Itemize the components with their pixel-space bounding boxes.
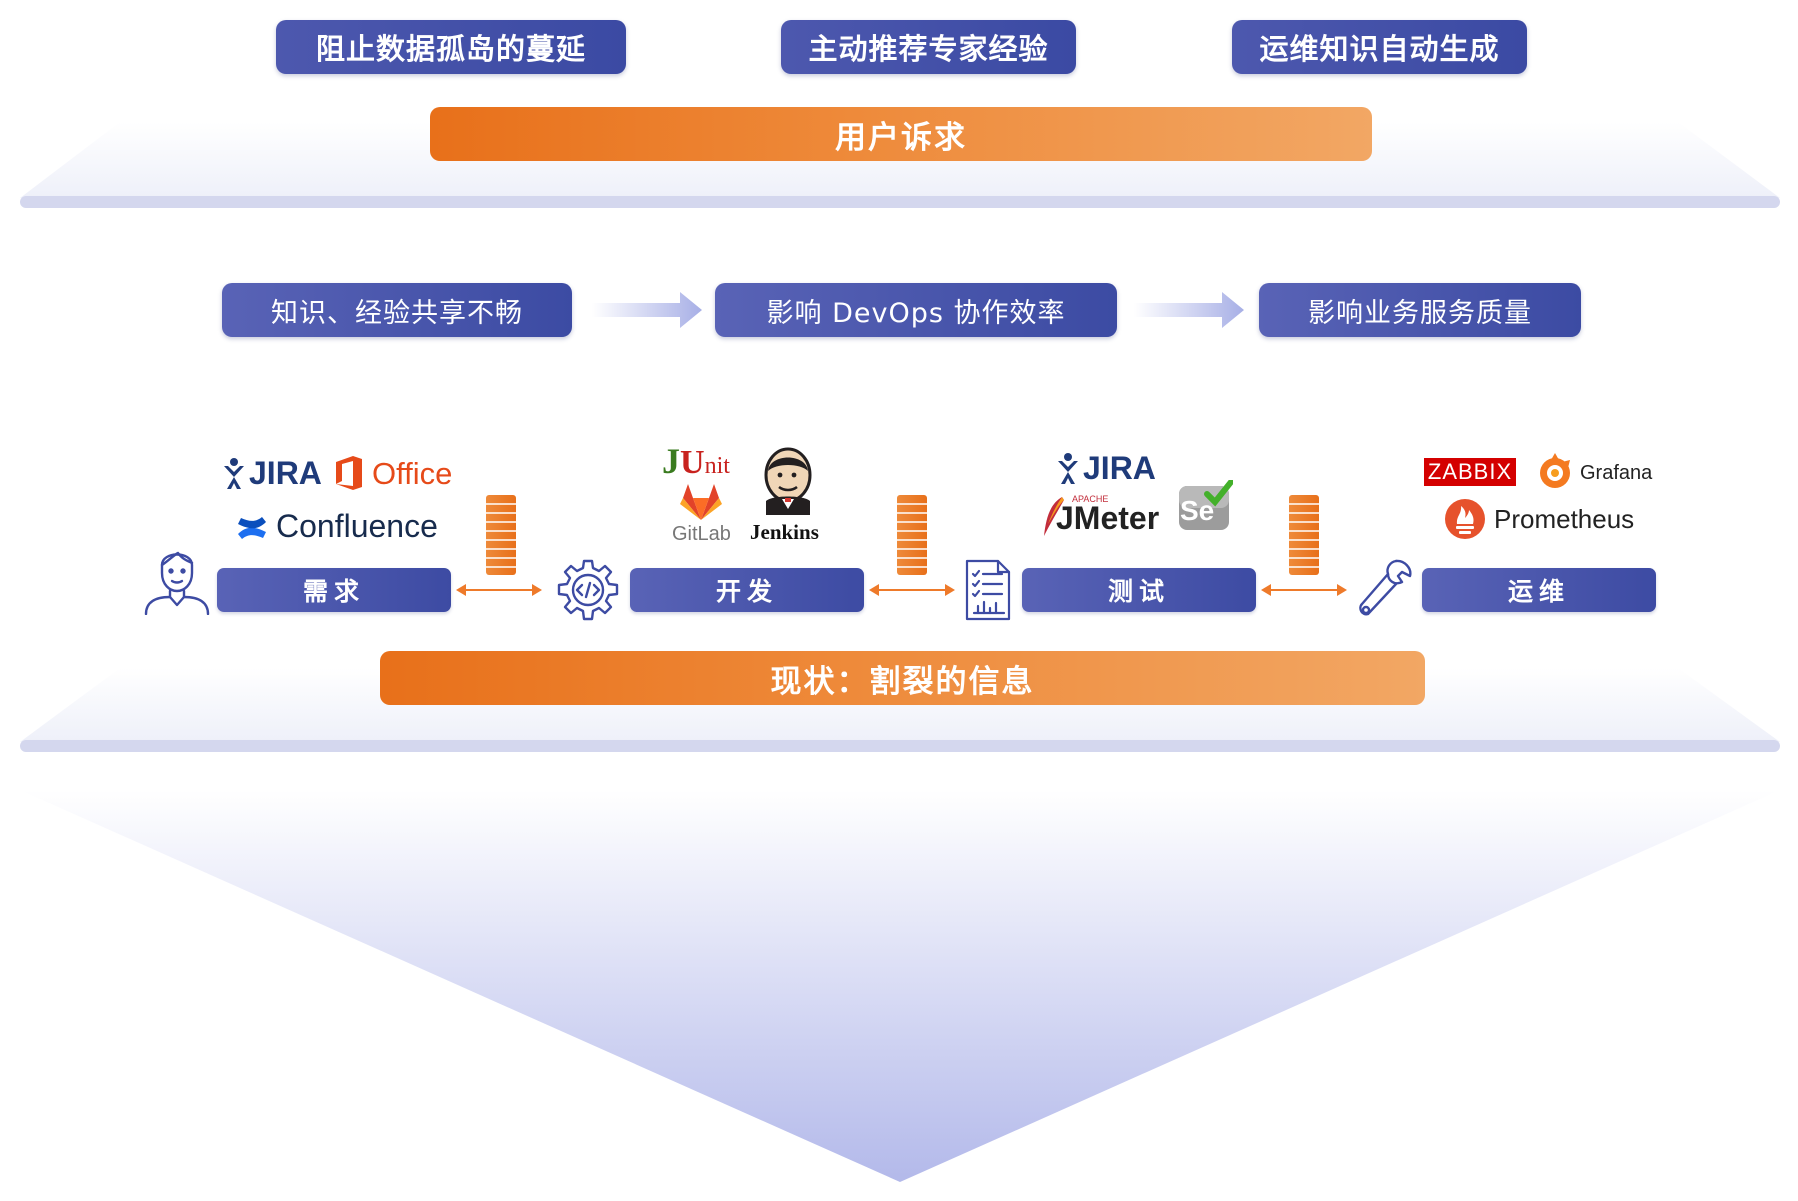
- grafana-icon: [1540, 453, 1570, 488]
- prometheus-icon: [1445, 499, 1485, 539]
- stage-requirements: 需求: [217, 568, 451, 612]
- office-icon: [336, 456, 362, 490]
- problem-devops-efficiency: 影响 DevOps 协作效率: [715, 283, 1117, 337]
- confluence-text: Confluence: [276, 508, 438, 544]
- grafana-text: Grafana: [1580, 462, 1653, 484]
- current-state-bar: 现状：割裂的信息: [380, 651, 1425, 705]
- data-stack-icon: [486, 495, 516, 575]
- goal-recommend-expertise: 主动推荐专家经验: [781, 20, 1076, 74]
- data-stack-icon: [897, 495, 927, 575]
- jira-text: JIRA: [249, 455, 322, 491]
- junit-j: J: [662, 441, 680, 481]
- prometheus-text: Prometheus: [1494, 504, 1635, 534]
- gitlab-icon: [680, 484, 722, 520]
- bidirectional-arrow-icon: [869, 584, 955, 596]
- junit-logo: JUnit: [662, 440, 730, 482]
- stage-operations: 运维: [1422, 568, 1656, 612]
- zabbix-text: ZABBIX: [1427, 459, 1513, 484]
- data-stack-icon: [1289, 495, 1319, 575]
- test-report-icon: [965, 559, 1011, 621]
- apache-text: APACHE: [1072, 494, 1109, 504]
- jenkins-text: Jenkins: [750, 520, 819, 544]
- junit-u: U: [680, 444, 705, 481]
- code-gear-icon: [557, 559, 619, 621]
- selenium-text: Se: [1180, 495, 1215, 526]
- funnel-triangle: [20, 790, 1780, 1182]
- user-icon: [144, 551, 210, 615]
- bidirectional-arrow-icon: [456, 584, 542, 596]
- stage-development: 开发: [630, 568, 864, 612]
- office-text: Office: [372, 456, 453, 491]
- bidirectional-arrow-icon: [1261, 584, 1347, 596]
- problem-service-quality: 影响业务服务质量: [1259, 283, 1581, 337]
- confluence-icon: [238, 517, 266, 539]
- right-arrow-icon: [1134, 292, 1244, 328]
- apache-feather-icon: [1044, 497, 1064, 536]
- jira-icon: [224, 458, 244, 489]
- wrench-icon: [1359, 559, 1412, 616]
- jira-text: JIRA: [1083, 450, 1156, 486]
- jenkins-icon: [764, 447, 812, 515]
- selenium-icon: [1179, 480, 1233, 530]
- zabbix-logo: ZABBIX: [1424, 458, 1516, 486]
- jmeter-text: JMeter: [1056, 500, 1160, 536]
- right-arrow-icon: [592, 292, 702, 328]
- gitlab-text: GitLab: [672, 523, 731, 545]
- junit-nit: nit: [704, 453, 730, 479]
- jira-icon: [1058, 453, 1078, 484]
- goal-auto-knowledge: 运维知识自动生成: [1232, 20, 1527, 74]
- user-demand-bar: 用户诉求: [430, 107, 1372, 161]
- stage-testing: 测试: [1022, 568, 1256, 612]
- goal-stop-data-silos: 阻止数据孤岛的蔓延: [276, 20, 626, 74]
- problem-knowledge-sharing: 知识、经验共享不畅: [222, 283, 572, 337]
